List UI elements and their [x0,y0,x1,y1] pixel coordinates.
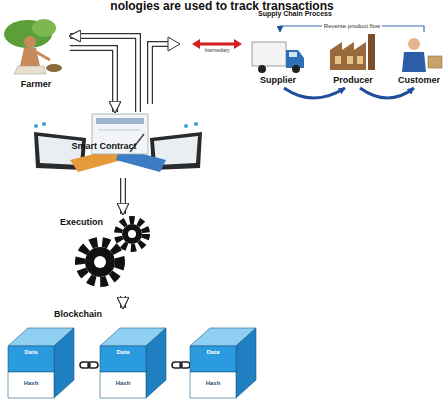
connector [123,296,124,308]
farmer-figure [4,19,62,74]
illustrated-node: Smart Contract [34,112,204,178]
node-label: Execution [60,218,103,228]
connector-line [70,48,115,112]
connector [123,178,124,214]
connector [70,48,115,112]
connector-line [120,178,126,214]
chain-link [180,362,190,368]
hollow-arrow [150,37,180,104]
connector-line [70,36,138,112]
cube-front-lower [8,372,54,398]
illustrated-node: Producer [322,32,384,88]
truck-icon [252,42,304,73]
connector-line [70,36,138,112]
connector-line [360,88,414,98]
node-label: Blockchain [54,310,102,320]
cube-front [100,346,146,372]
cube-side [54,328,74,398]
factory-icon [330,34,375,70]
node-label: Smart Contract [71,142,136,152]
block-cubes [8,328,256,398]
cube-side [236,328,256,398]
illustrated-node: Supplier [248,32,308,88]
section-title: Supply Chain Process [258,10,332,18]
connector-line [121,296,125,308]
edge-label: Reverse product flow [322,23,382,30]
cube-front [8,346,54,372]
illustrated-node: Farmer [2,18,70,90]
connector-line [120,296,126,308]
connector [284,88,345,98]
text-label: Hash [206,380,221,387]
cube-front [190,346,236,372]
connector-line [121,178,125,214]
cube-side [146,328,166,398]
connector [70,36,138,112]
illustrated-node: Blockchain [4,308,266,406]
connector [360,88,414,98]
intermediary-arrow [192,39,242,49]
illustrated-node: Execution [56,214,160,296]
text-label: Data [206,349,219,356]
text-label: Data [116,349,129,356]
connector-line [284,88,345,98]
computer-icons [34,122,202,172]
text-label: Data [24,349,37,356]
text-label: Hash [24,380,39,387]
gears [80,220,146,282]
node-label: Supplier [260,76,296,86]
cube-front-lower [190,372,236,398]
customer-icon [402,38,442,72]
cube-front-lower [100,372,146,398]
connector-line [70,48,115,112]
node-label: Producer [333,76,373,86]
illustrated-node: Customer [394,32,444,88]
node-label: Farmer [21,80,52,90]
node-label: Customer [398,76,440,86]
text-label: Hash [116,380,131,387]
text-label: Intermediary [204,49,229,54]
chain-link [88,362,98,368]
